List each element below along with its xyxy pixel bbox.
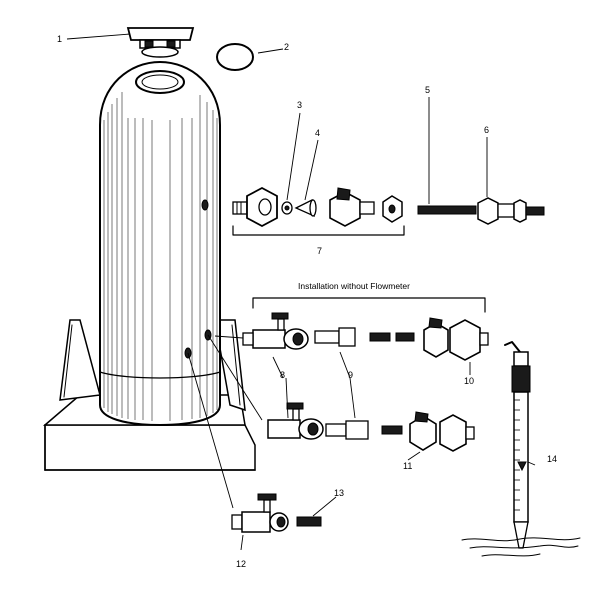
label-11: 11	[403, 461, 412, 471]
adapter-fitting-upper	[314, 327, 415, 347]
label-7: 7	[317, 246, 322, 256]
union-fitting-lower	[409, 411, 475, 452]
label-5: 5	[425, 85, 430, 95]
pressure-tank	[99, 60, 221, 427]
union-fitting-upper	[423, 317, 489, 361]
installation-bracket	[252, 297, 486, 313]
o-ring	[216, 43, 254, 71]
leader-lines	[66, 33, 536, 551]
label-6: 6	[484, 125, 489, 135]
threaded-rod	[417, 205, 477, 215]
label-13: 13	[334, 488, 344, 498]
label-3: 3	[297, 100, 302, 110]
adapter-fitting-lower	[325, 420, 403, 440]
hose-nipple	[296, 516, 322, 527]
flowmeter-tube	[461, 341, 581, 557]
part-labels: 1 2 3 4 5 6 7 8 9 10 11 12 13 14 Install…	[57, 34, 557, 569]
label-10: 10	[464, 376, 474, 386]
installation-caption: Installation without Flowmeter	[298, 281, 410, 291]
label-9: 9	[348, 370, 353, 380]
label-2: 2	[284, 42, 289, 52]
label-14: 14	[547, 454, 557, 464]
label-4: 4	[315, 128, 320, 138]
label-1: 1	[57, 34, 62, 44]
drain-valve	[231, 493, 289, 533]
coupling-fitting	[477, 197, 545, 225]
label-8: 8	[280, 370, 285, 380]
tank-cap	[126, 27, 195, 58]
upper-fitting-assembly	[232, 186, 405, 236]
ball-valve-lower	[267, 402, 324, 440]
ball-valve-upper	[242, 312, 309, 350]
label-12: 12	[236, 559, 246, 569]
